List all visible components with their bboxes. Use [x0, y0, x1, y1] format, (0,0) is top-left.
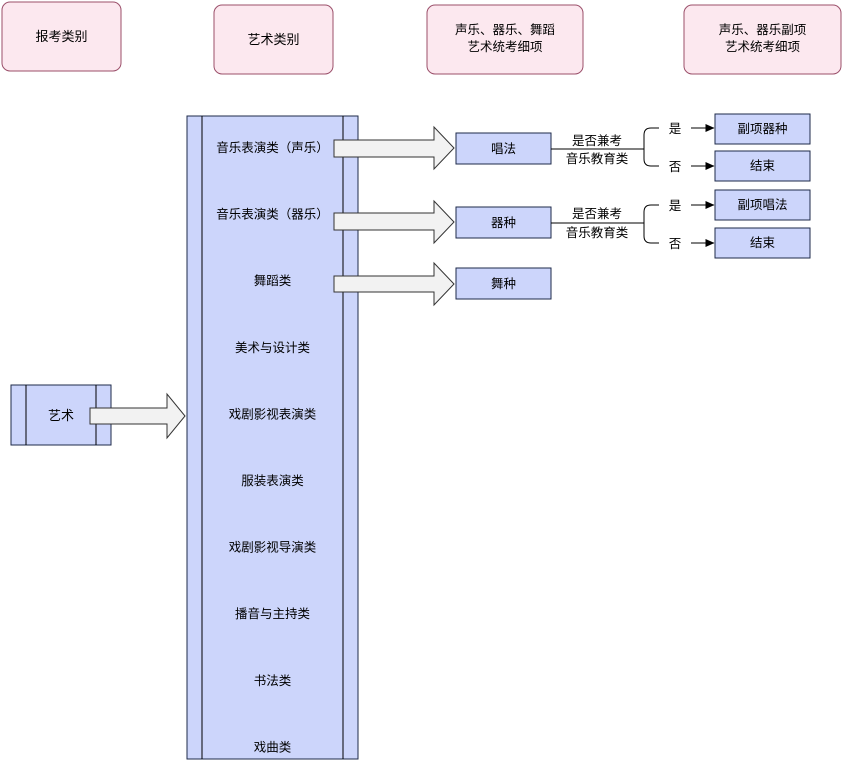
header-minor-exam-items-line1: 声乐、器乐副项	[719, 22, 807, 37]
sub-item-dance-type: 舞种	[455, 267, 552, 300]
category-item: 戏剧影视表演类	[229, 406, 317, 421]
outcome-vocal-no-label: 结束	[750, 158, 776, 173]
decision-instrument-no: 否	[669, 236, 682, 251]
decision-vocal-no: 否	[669, 159, 682, 174]
header-art-category-label: 艺术类别	[247, 33, 299, 48]
sub-item-instrument-type: 器种	[455, 206, 552, 239]
decision-instrument-question-line2: 音乐教育类	[566, 225, 629, 240]
outcome-vocal-yes: 副项器种	[714, 113, 811, 145]
category-item: 服装表演类	[241, 473, 304, 488]
category-item: 舞蹈类	[254, 273, 292, 288]
outcome-vocal-no: 结束	[714, 150, 811, 182]
outcome-vocal-yes-label: 副项器种	[737, 121, 787, 136]
category-item: 播音与主持类	[235, 606, 311, 621]
root-to-category-arrow	[89, 392, 186, 440]
sub-item-dance-type-label: 舞种	[491, 276, 516, 291]
header-main-exam-items-line2: 艺术统考细项	[467, 39, 542, 54]
category-item: 书法类	[254, 673, 292, 688]
art-category-list: 音乐表演类（声乐） 音乐表演类（器乐） 舞蹈类美术与设计类戏剧影视表演类服装表演类戏…	[186, 115, 359, 760]
header-main-exam-items-line1: 声乐、器乐、舞蹈	[455, 22, 555, 37]
sub-item-instrument-type-label: 器种	[491, 215, 516, 230]
decision-instrument-yes: 是	[669, 198, 682, 213]
decision-vocal: 是否兼考 音乐教育类 是 否	[551, 121, 715, 174]
decision-vocal-question-line2: 音乐教育类	[566, 151, 629, 166]
category-item: 音乐表演类（声乐）	[216, 140, 329, 155]
outcome-instrument-no-label: 结束	[750, 235, 776, 250]
header-report-category-label: 报考类别	[35, 30, 87, 45]
header-report-category: 报考类别	[1, 1, 122, 72]
category-item: 美术与设计类	[235, 340, 311, 355]
sub-item-singing-style-label: 唱法	[491, 141, 516, 156]
category-item: 戏剧影视导演类	[229, 540, 317, 555]
root-art-label: 艺术	[48, 409, 74, 424]
header-minor-exam-items-line2: 艺术统考细项	[725, 39, 800, 54]
decision-instrument-question-line1: 是否兼考	[572, 206, 622, 221]
outcome-instrument-yes: 副项唱法	[714, 189, 811, 221]
header-main-exam-items: 声乐、器乐、舞蹈 艺术统考细项	[426, 4, 584, 75]
sub-item-singing-style: 唱法	[455, 132, 552, 165]
outcome-instrument-yes-label: 副项唱法	[737, 197, 787, 212]
category-item: 戏曲类	[254, 739, 292, 754]
decision-vocal-question-line1: 是否兼考	[572, 133, 622, 148]
outcome-instrument-no: 结束	[714, 227, 811, 259]
header-minor-exam-items: 声乐、器乐副项 艺术统考细项	[683, 4, 842, 75]
decision-vocal-yes: 是	[669, 121, 682, 136]
decision-instrument: 是否兼考 音乐教育类 是 否	[551, 198, 715, 251]
category-item: 音乐表演类（器乐）	[216, 207, 329, 222]
instrument-to-instrument-type-arrow	[333, 199, 455, 245]
vocal-to-singing-style-arrow	[333, 125, 455, 171]
dance-to-dance-type-arrow	[333, 261, 455, 307]
header-art-category: 艺术类别	[213, 4, 334, 75]
